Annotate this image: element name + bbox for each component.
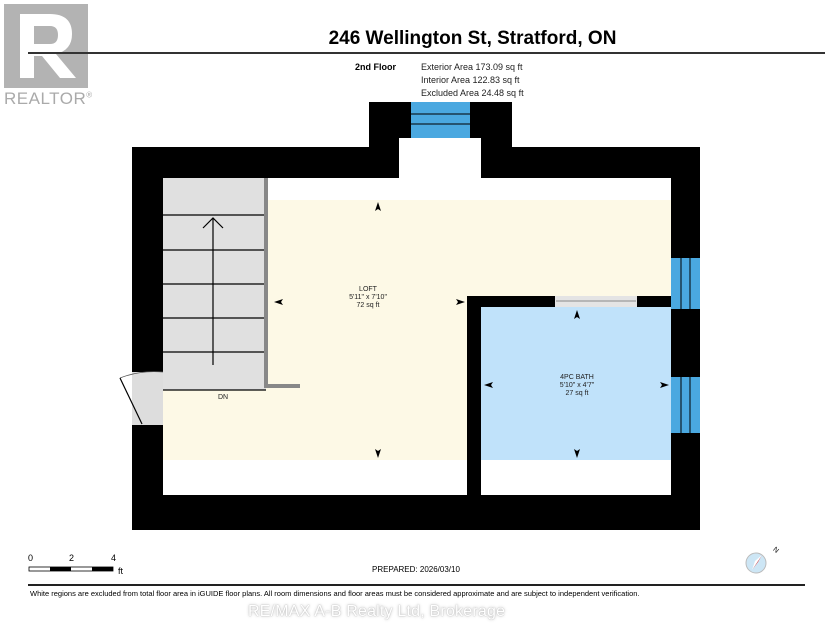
- scale-tick-0: 0: [28, 553, 34, 563]
- bath-area: [481, 307, 671, 460]
- realtor-r-mark: [4, 4, 88, 88]
- interior-area: Interior Area 122.83 sq ft: [421, 75, 520, 85]
- top-window: [411, 102, 470, 138]
- compass-icon: [745, 552, 767, 574]
- left-door: [132, 372, 163, 425]
- floor-name: 2nd Floor: [355, 62, 396, 72]
- dimension-arrows: [274, 202, 669, 458]
- realtor-logo: REALTOR®: [4, 4, 93, 109]
- excluded-area: Excluded Area 24.48 sq ft: [421, 88, 524, 98]
- title-divider: [28, 52, 825, 54]
- right-window-2: [671, 377, 700, 433]
- realtor-wordmark: REALTOR®: [4, 89, 93, 108]
- brokerage-watermark: RE/MAX A-B Realty Ltd, Brokerage: [248, 603, 506, 620]
- staircase: [163, 178, 300, 391]
- stairs-down-label: DN: [218, 394, 229, 401]
- scale-tick-4: 4: [111, 553, 117, 563]
- scale-bar: [28, 566, 114, 572]
- right-window-1: [671, 258, 700, 309]
- disclaimer: White regions are excluded from total fl…: [30, 589, 640, 598]
- footer-divider: [28, 584, 805, 586]
- bath-wall: [467, 296, 481, 495]
- prepared-date: PREPARED: 2026/03/10: [372, 565, 460, 574]
- exterior-area: Exterior Area 173.09 sq ft: [421, 62, 523, 72]
- top-alcove: [399, 138, 481, 179]
- scale-tick-2: 2: [69, 553, 75, 563]
- scale-unit: ft: [118, 566, 124, 576]
- page-title: 246 Wellington St, Stratford, ON: [328, 28, 617, 49]
